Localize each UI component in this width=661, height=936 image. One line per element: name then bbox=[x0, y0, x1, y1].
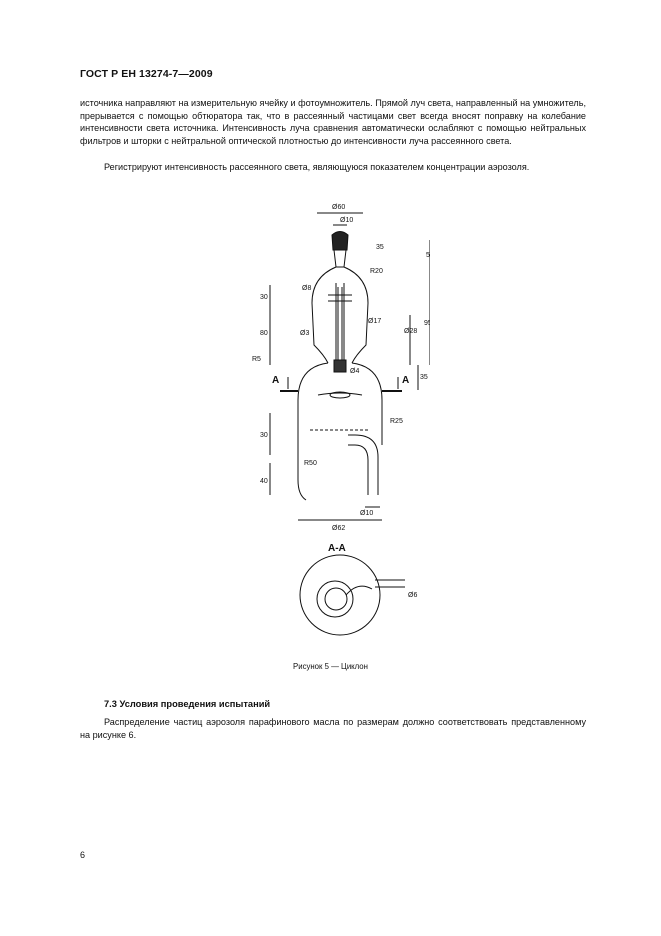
dim-30-upper: 30 bbox=[260, 294, 268, 301]
dim-radius-50: R50 bbox=[304, 460, 317, 467]
dim-diameter-60: Ø60 bbox=[332, 204, 345, 211]
dim-35: 35 bbox=[376, 244, 384, 251]
cyclone-drawing: Ø60 Ø10 35 50 R20 Ø8 30 Ø17 80 Ø3 Ø28 95… bbox=[240, 195, 430, 645]
dim-radius-5: R5 bbox=[252, 356, 261, 363]
dim-50: 50 bbox=[426, 252, 430, 259]
dim-diameter-17: Ø17 bbox=[368, 318, 381, 325]
dim-diameter-10-bottom: Ø10 bbox=[360, 510, 373, 517]
section-marker-a-right: A bbox=[402, 375, 409, 386]
dim-radius-25: R25 bbox=[390, 418, 403, 425]
document-code-header: ГОСТ Р ЕН 13274-7—2009 bbox=[80, 68, 213, 80]
paragraph-light-source: источника направляют на измерительную яч… bbox=[80, 98, 586, 146]
dim-40: 40 bbox=[260, 478, 268, 485]
section-marker-a-left: A bbox=[272, 375, 279, 386]
dim-radius-20: R20 bbox=[370, 268, 383, 275]
section-heading-test-conditions: 7.3 Условия проведения испытаний bbox=[104, 699, 271, 709]
dim-diameter-8: Ø8 bbox=[302, 285, 311, 292]
dim-diameter-10-top: Ø10 bbox=[340, 217, 353, 224]
paragraph-register-intensity: Регистрируют интенсивность рассеянного с… bbox=[104, 162, 530, 172]
dim-80: 80 bbox=[260, 330, 268, 337]
dim-diameter-4: Ø4 bbox=[350, 368, 359, 375]
page-number: 6 bbox=[80, 850, 86, 860]
dim-diameter-28: Ø28 bbox=[404, 328, 417, 335]
dim-diameter-3: Ø3 bbox=[300, 330, 309, 337]
paragraph-particle-distribution: Распределение частиц аэрозоля парафиново… bbox=[80, 717, 586, 740]
dim-30-lower: 30 bbox=[260, 432, 268, 439]
dim-95: 95 bbox=[424, 320, 430, 327]
dim-diameter-62: Ø62 bbox=[332, 525, 345, 532]
figure-caption: Рисунок 5 — Циклон bbox=[293, 662, 368, 671]
section-view-title: A-A bbox=[328, 543, 346, 554]
dim-35-lower: 35 bbox=[420, 374, 428, 381]
dim-diameter-6: Ø6 bbox=[408, 592, 417, 599]
